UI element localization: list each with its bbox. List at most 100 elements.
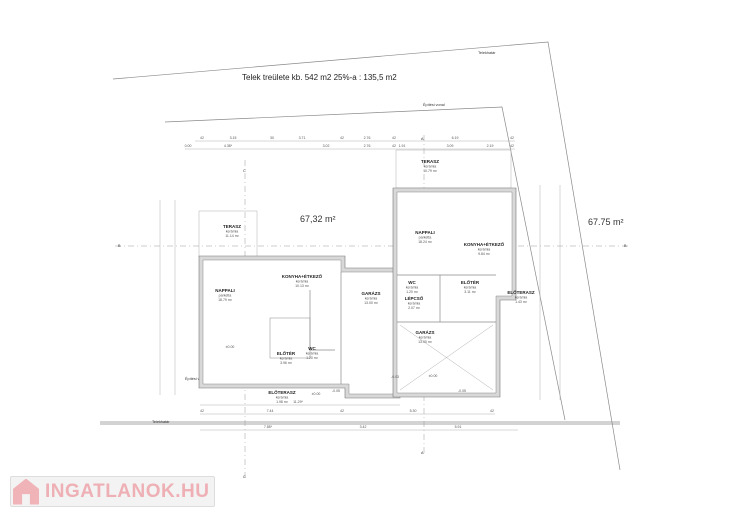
room-material: kerámia [276,396,289,400]
dimension-label: 6.19 [452,136,459,140]
room-name: NAPPALI [215,288,234,293]
room-name: NAPPALI [415,230,434,235]
house-logo-icon [13,478,39,505]
room-name: ELŐTERASZ [507,289,535,295]
dimension-label: 2.76 [364,136,371,140]
logo-text: INGATLANOK.HU [45,480,210,502]
building-line-label: Építési vonal [423,102,445,107]
room-material: parketta [219,294,232,298]
dimension-label: 42 [510,136,514,140]
room-area: 9.84 m² [478,252,491,256]
room-name: ELŐTÉR [277,349,296,356]
room-name: LÉPCSŐ [405,294,424,301]
property-boundary [112,41,621,471]
level-mark: ±0.00 [312,392,321,396]
level-mark: -0.05 [458,389,466,393]
section-mark-c: C [243,169,246,173]
area-left-unit: 67,32 m² [300,214,336,224]
room-material: kerámia [280,357,293,361]
dimension-label: 1.91 [399,144,406,148]
room-area: 1.20 m² [306,356,319,360]
dimension-label: 42 [200,409,204,413]
room-material: kerámia [478,248,491,252]
room-material: kerámia [226,230,239,234]
room-material: kerámia [515,296,528,300]
area-right-unit: 67.75 m² [588,217,624,227]
room-area: 13.00 m² [364,301,379,305]
room-name: ELŐTERASZ [268,389,296,395]
room-area: 1.98 m² [276,400,289,404]
room-name: KONYHA+ÉTKEZŐ [464,240,505,247]
room-area: 13.00 m² [418,340,433,344]
level-mark: ±0.00 [226,345,235,349]
room-name: ELŐTÉR [461,278,480,285]
level-mark: -0.05 [332,389,340,393]
dimension-row-bottom-1: 11.29* [293,400,303,404]
dimension-label: 7.85* [264,425,273,429]
room-name: WC [308,346,316,351]
room-material: kerámia [406,286,419,290]
room-material: kerámia [424,165,437,169]
dimension-label: 0.00 [185,144,192,148]
section-mark-b: B [118,244,121,248]
dimension-label: 5.30 [410,409,417,413]
room-area: 11.14 m² [225,234,239,238]
room-name: GARÁZS [416,329,435,335]
room-area: 3.96 m² [280,361,293,365]
dimension-label: 42 [490,409,494,413]
building-line-label-left: Építési vonal [185,376,207,381]
dimension-label: 3.15 [230,136,237,140]
level-mark: -0.03 [391,375,399,379]
dimension-label: 3.42 [360,425,367,429]
dimension-label: 42 [340,136,344,140]
room-area: 2.07 m² [408,306,421,310]
plot-area-note: Telek treülete kb. 542 m2 25%-a : 135,5 … [242,73,397,82]
dimension-label: 5.91 [455,425,462,429]
level-marks: ±0.00 -0.03 ±0.00 -0.05 -0.05 ±0.00 [226,345,466,396]
property-boundary-label-bottom: Telekhatár [152,420,170,424]
stair [309,290,335,351]
dimension-label: 4.38* [224,144,233,148]
ingatlanok-logo: INGATLANOK.HU [10,476,215,507]
section-mark-a: A [421,137,424,141]
dimension-label: 2.19 [487,144,494,148]
room-area: 10.13 m² [295,284,310,288]
room-material: kerámia [464,286,477,290]
level-mark: ±0.00 [429,374,438,378]
room-area: 1.43 m² [515,300,528,304]
room-material: kerámia [419,336,432,340]
dimension-label: 7.44 [267,409,274,413]
dimension-label: 42 [392,136,396,140]
room-material: kerámia [365,297,378,301]
dimension-row-bottom-3: 7.85* 3.42 5.91 [264,425,462,429]
dimension-label: 42 [510,144,514,148]
room-material: parketta [419,236,432,240]
dimension-label: 30 [270,136,274,140]
svg-text:B: B [624,244,627,248]
room-area: 3.11 m² [464,290,476,294]
room-area: 18.24 m² [418,240,433,244]
dimension-label: 2.76 [364,144,371,148]
room-material: kerámia [408,302,421,306]
room-name: TERASZ [421,159,439,164]
dimension-label: 11.29* [293,400,303,404]
dimension-row-bottom-2: 42 7.44 42 5.30 42 [200,409,494,413]
room-name: KONYHA+ÉTKEZŐ [282,272,323,279]
room-material: kerámia [306,352,319,356]
dimension-label: 3.09 [447,144,454,148]
room-area: 10.79 m² [423,169,438,173]
dimension-label: 42 [340,409,344,413]
svg-text:A: A [421,451,424,455]
svg-text:C: C [243,475,246,479]
room-name: WC [408,280,416,285]
room-name: GARÁZS [362,290,381,296]
room-material: kerámia [296,280,309,284]
dimension-label: 42 [392,144,396,148]
terrace-right [395,149,512,189]
room-area: 1.20 m² [406,290,419,294]
dimension-label: 42 [200,136,204,140]
room-name: TERASZ [223,224,241,229]
